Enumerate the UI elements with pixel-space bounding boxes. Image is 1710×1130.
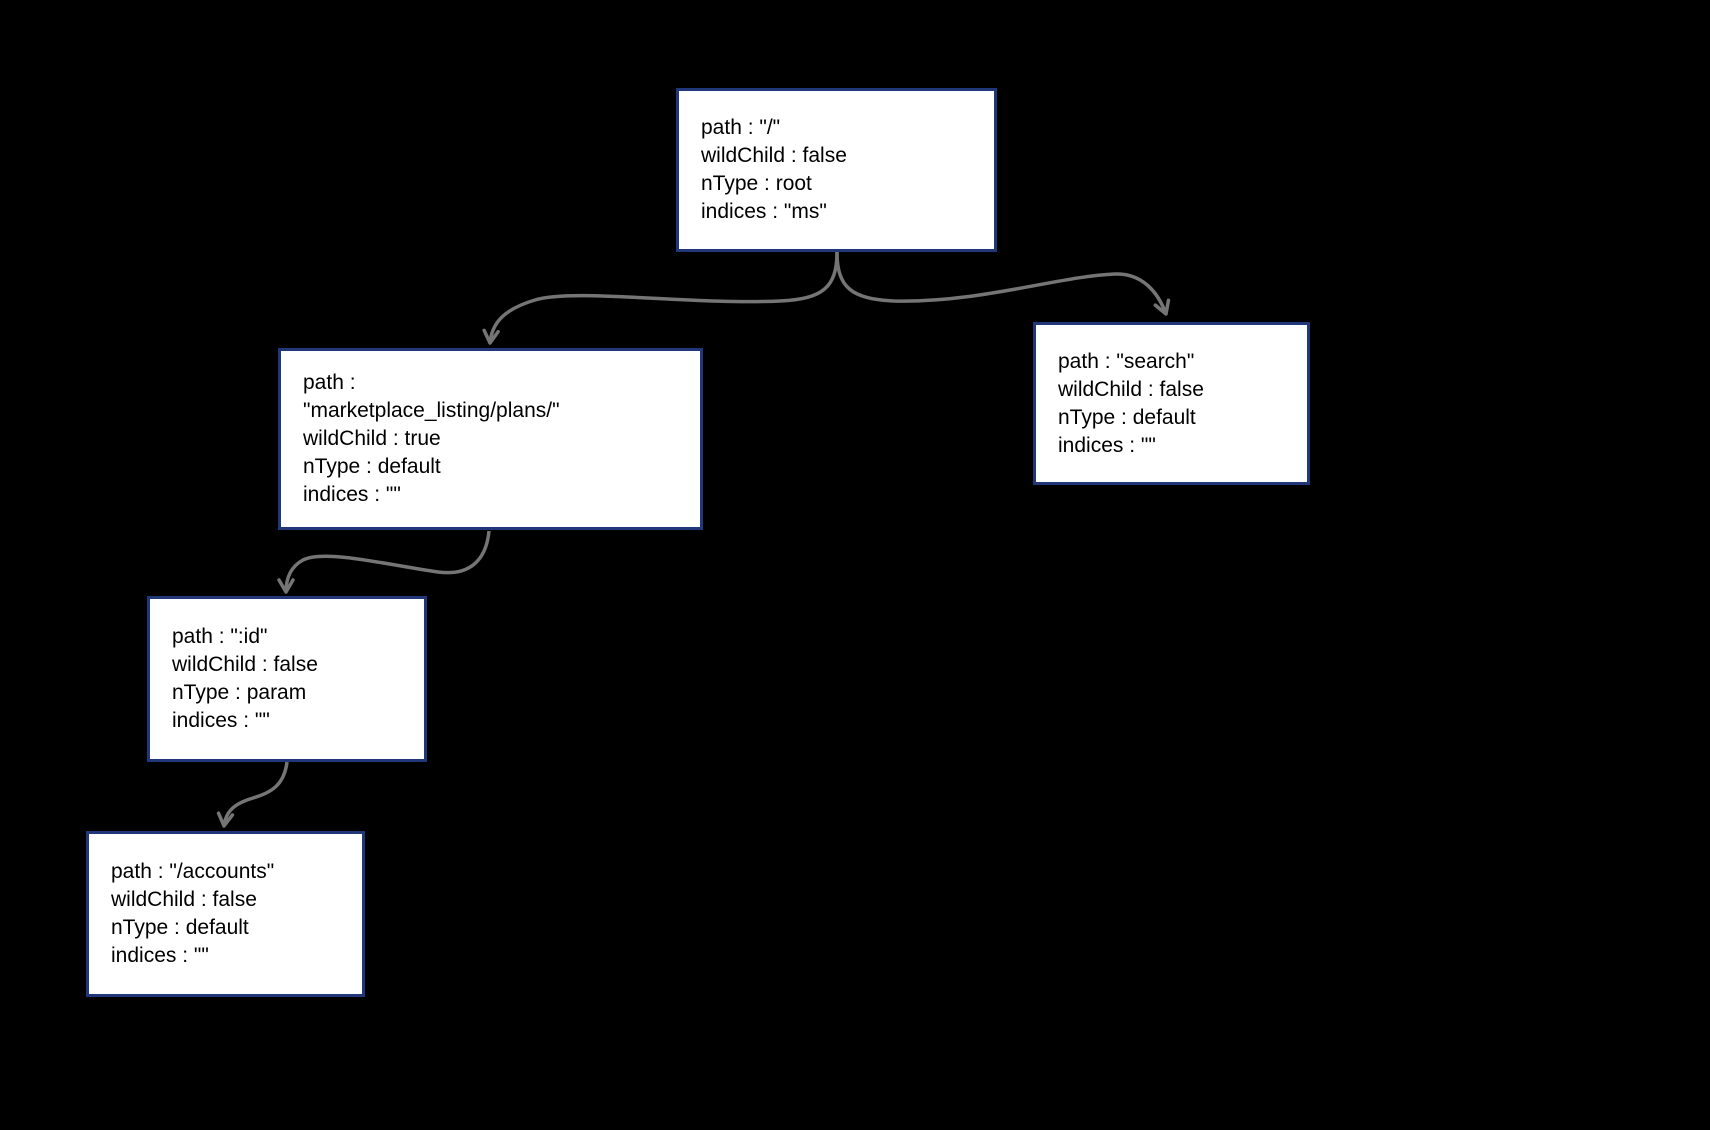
tree-node-marketplace-plans: path : "marketplace_listing/plans/" wild… <box>278 348 703 530</box>
node-attr-wildchild: wildChild : true <box>303 427 441 450</box>
node-attr-indices: indices : "" <box>111 944 209 967</box>
node-attr-ntype: nType : default <box>111 916 249 939</box>
node-attr-path: path : ":id" <box>172 625 268 648</box>
tree-node-root: path : "/" wildChild : false nType : roo… <box>676 88 997 252</box>
node-attr-path: path : "/accounts" <box>111 860 275 883</box>
node-attr-indices: indices : "ms" <box>701 200 827 223</box>
tree-node-accounts: path : "/accounts" wildChild : false nTy… <box>86 831 365 997</box>
node-attr-ntype: nType : default <box>1058 405 1196 429</box>
node-attr-ntype: nType : root <box>701 172 812 195</box>
node-attr-path: path : "/" <box>701 116 781 139</box>
tree-node-id-param: path : ":id" wildChild : false nType : p… <box>147 596 427 762</box>
edge-id-to-accounts <box>216 761 289 828</box>
node-attr-path: path : "search" <box>1058 349 1195 373</box>
node-attr-wildchild: wildChild : false <box>1058 377 1204 401</box>
node-attr-path-value: "marketplace_listing/plans/" <box>303 399 560 422</box>
tree-node-search: path : "search" wildChild : false nType … <box>1033 322 1310 485</box>
node-attr-ntype: nType : default <box>303 455 441 478</box>
node-attr-wildchild: wildChild : false <box>111 888 257 911</box>
node-attr-wildchild: wildChild : false <box>172 653 318 676</box>
node-attr-path: path : <box>303 371 356 394</box>
node-attr-indices: indices : "" <box>303 483 401 506</box>
edge-root-to-plans <box>482 251 839 345</box>
node-attr-indices: indices : "" <box>1058 433 1156 457</box>
node-attr-indices: indices : "" <box>172 709 270 732</box>
node-attr-ntype: nType : param <box>172 681 307 704</box>
edge-root-to-search <box>835 251 1171 316</box>
edge-plans-to-id <box>277 530 491 594</box>
node-attr-wildchild: wildChild : false <box>701 144 847 167</box>
